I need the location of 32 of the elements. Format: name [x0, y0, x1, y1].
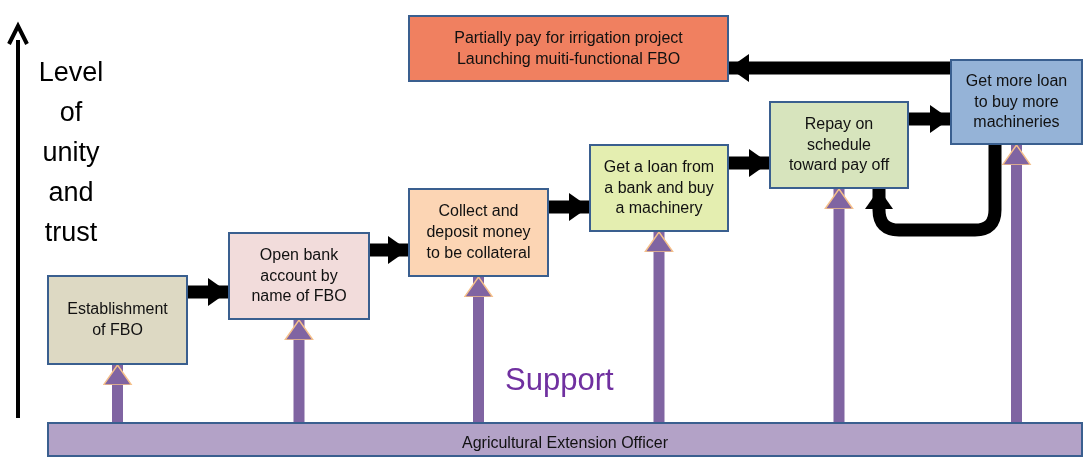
bar-label: Agricultural Extension Officer	[462, 433, 668, 454]
box-text: Launching muiti-functional FBO	[456, 48, 681, 69]
process-box	[589, 144, 729, 232]
outcome-box	[408, 15, 729, 82]
arrow	[370, 236, 408, 264]
support-bar	[47, 422, 1083, 457]
arrow	[729, 54, 950, 82]
arrow	[729, 149, 769, 177]
support-label: Support	[505, 362, 614, 398]
process-box	[769, 101, 909, 189]
arrow	[463, 276, 494, 422]
axis-label: Level of unity and trust	[37, 56, 105, 249]
box-text: Open bank account by name of FBO	[250, 244, 348, 307]
process-box	[408, 188, 549, 277]
process-box	[950, 59, 1083, 145]
arrow	[284, 319, 314, 422]
box-text: Collect and deposit money to be collateral	[425, 201, 532, 263]
arrow	[644, 231, 674, 422]
arrow	[188, 278, 228, 306]
box-text: Get a loan from a bank and buy a machinery	[603, 156, 715, 219]
arrow	[865, 145, 1002, 237]
box-text: Repay on schedule toward pay off	[787, 113, 891, 176]
box-text: Establishment of FBO	[66, 299, 169, 340]
process-box	[228, 232, 370, 320]
box-text: Partially pay for irrigation project	[454, 27, 683, 48]
process-box	[47, 275, 188, 365]
arrow	[549, 193, 589, 221]
arrow	[909, 105, 950, 133]
arrow	[102, 364, 133, 422]
arrow	[1001, 144, 1032, 422]
arrow	[824, 188, 854, 422]
box-text: Get more loan to buy more machineries	[964, 70, 1069, 133]
